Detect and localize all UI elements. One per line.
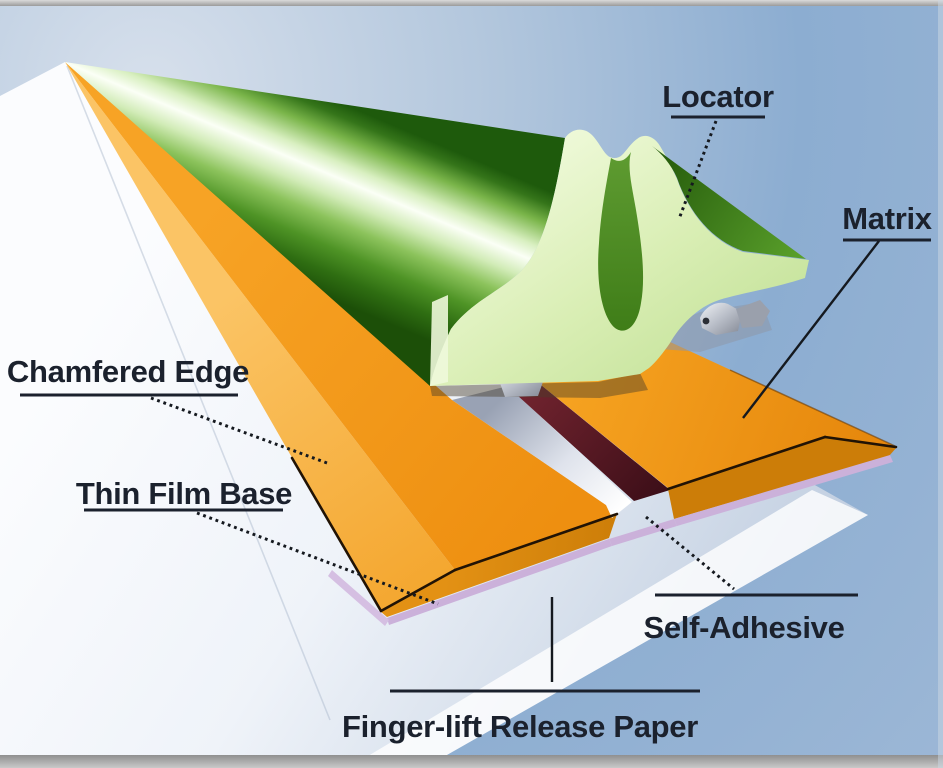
bottom-border-bar bbox=[0, 755, 943, 768]
finger-lift-label: Finger-lift Release Paper bbox=[342, 709, 698, 744]
locator-label: Locator bbox=[662, 79, 774, 114]
matrix-right-edge-line bbox=[729, 369, 896, 447]
release-paper-crease-line bbox=[66, 65, 331, 721]
matrix-leader-line bbox=[742, 240, 880, 419]
label-texts: Locator Matrix Chamfered Edge Thin Film … bbox=[7, 79, 933, 744]
thin-film-base-label: Thin Film Base bbox=[76, 476, 292, 511]
right-corner-outline bbox=[823, 435, 898, 449]
matrix-right-front-face bbox=[668, 437, 897, 519]
self-adhesive-leader-line bbox=[645, 515, 735, 591]
left-edge-outline bbox=[290, 456, 383, 613]
metal-clip-right-b bbox=[736, 300, 770, 328]
left-crease-outline bbox=[453, 512, 619, 572]
leader-lines bbox=[150, 120, 880, 682]
locator-channel bbox=[598, 152, 644, 331]
matrix-left-front-face bbox=[380, 514, 617, 617]
matrix-left-top-face bbox=[65, 62, 617, 570]
film-base-edge-center bbox=[609, 519, 677, 546]
chamfered-edge-leader-line bbox=[150, 396, 328, 465]
chamfer-outline-lines bbox=[290, 435, 898, 613]
locator-flange-top bbox=[652, 146, 806, 259]
channel-wall-maroon bbox=[506, 376, 670, 501]
self-adhesive-label: Self-Adhesive bbox=[643, 610, 844, 645]
right-crease-outline bbox=[666, 435, 827, 491]
film-base-edge-right bbox=[674, 455, 893, 526]
right-border-strip bbox=[938, 0, 943, 768]
locator-base-highlight bbox=[430, 295, 448, 386]
left-corner-outline bbox=[379, 568, 457, 613]
matrix-left-chamfer-band bbox=[65, 62, 455, 611]
thin-film-base-layer bbox=[328, 455, 893, 626]
locator-profile bbox=[65, 62, 809, 386]
label-rules bbox=[20, 115, 931, 693]
metal-clip-right-a bbox=[700, 302, 742, 335]
self-adhesive-strip bbox=[452, 386, 632, 518]
top-border-bar bbox=[0, 0, 943, 6]
metal-clip-right bbox=[700, 300, 770, 335]
chamfered-edge-label: Chamfered Edge bbox=[7, 354, 249, 389]
film-base-edge-left bbox=[387, 539, 612, 625]
locator-leader-line bbox=[677, 120, 718, 220]
metal-clip-rivet bbox=[702, 317, 710, 325]
film-base-edge-side bbox=[328, 570, 389, 626]
matrix-strip-left-half bbox=[65, 62, 617, 617]
release-paper-front-highlight bbox=[348, 490, 868, 768]
matrix-label: Matrix bbox=[842, 201, 933, 236]
